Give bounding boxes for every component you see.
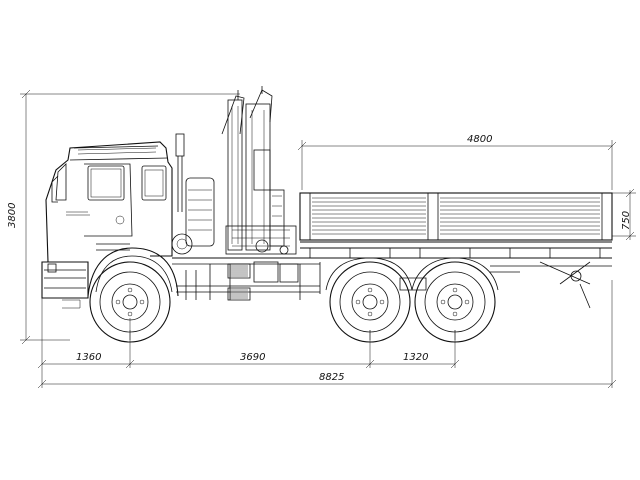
dimension-lines [20, 89, 636, 389]
rear-wheel-1 [329, 261, 411, 343]
crane [171, 86, 297, 255]
dim-overall-height: 3800 [7, 203, 18, 228]
dim-overall-length: 8825 [319, 372, 344, 383]
dim-front-overhang: 1360 [76, 352, 101, 363]
truck-cab [41, 141, 173, 309]
front-wheel [89, 261, 171, 343]
dim-wheelbase-front: 3690 [240, 352, 265, 363]
dim-wheelbase-rear: 1320 [403, 352, 428, 363]
dim-side-height: 750 [621, 211, 632, 230]
rear-suspension [325, 257, 499, 291]
dim-platform-length: 4800 [467, 134, 492, 145]
chassis-frame [172, 257, 612, 309]
cargo-platform [299, 192, 613, 258]
front-fender [87, 247, 179, 297]
